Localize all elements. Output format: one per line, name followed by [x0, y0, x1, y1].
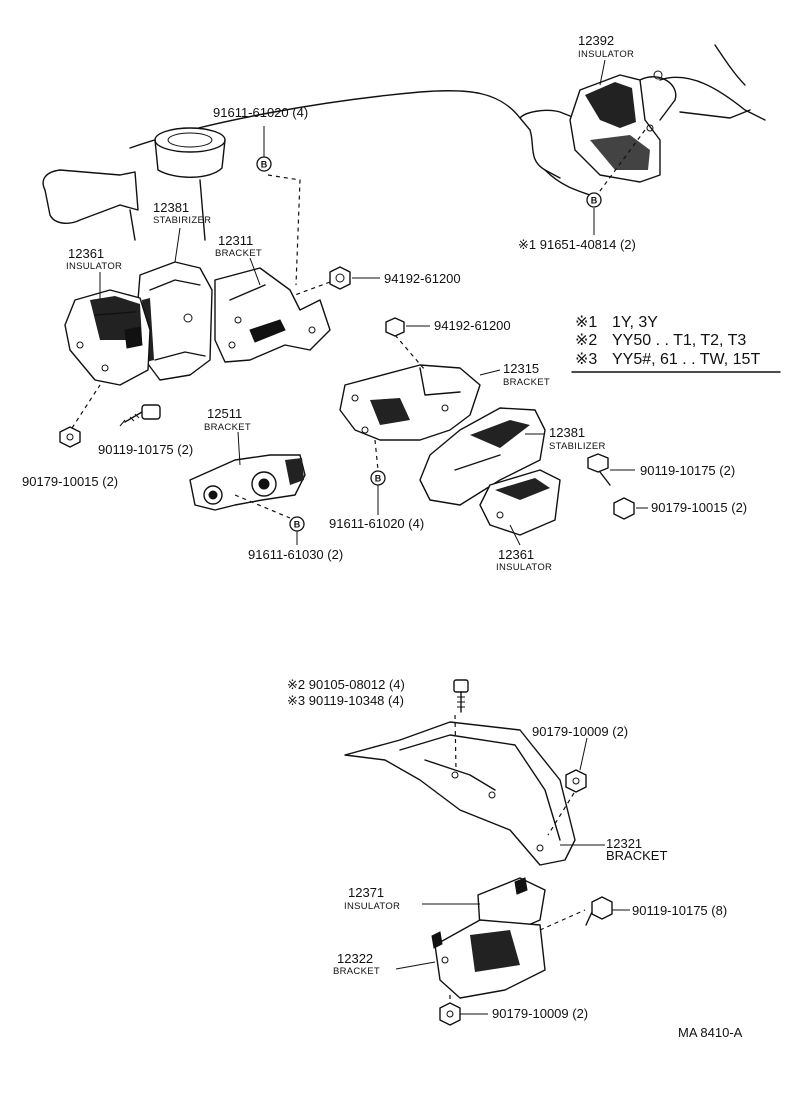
- label-90119-10175-right: 90119-10175 (2): [640, 463, 735, 478]
- label-90179-10009-top: 90179-10009 (2): [532, 724, 628, 739]
- label-91611-61030: 91611-61030 (2): [248, 547, 343, 562]
- label-91651-40814: ※1 91651-40814 (2): [518, 237, 636, 252]
- bolt-94192-61200-mid[interactable]: [385, 317, 405, 337]
- label-90119-10348: ※3 90119-10348 (4): [287, 693, 404, 708]
- label-12381-top-num: 12381: [153, 200, 189, 215]
- label-90105-08012: ※2 90105-08012 (4): [287, 677, 405, 692]
- callout-b-12315: B: [370, 470, 386, 486]
- svg-text:B: B: [294, 520, 301, 530]
- bolt-94192-61200-top[interactable]: [329, 266, 351, 290]
- leader-12392-bolt: [596, 129, 646, 196]
- label-12322-num: 12322: [337, 951, 373, 966]
- leader-b-top: [267, 174, 301, 286]
- label-12511-name: BRACKET: [204, 422, 251, 433]
- label-12361-top-name: INSULATOR: [66, 261, 122, 272]
- legend-text-3: YY5#, 61 . . TW, 15T: [612, 351, 760, 368]
- nut-90179-10015-right[interactable]: [613, 497, 635, 520]
- callout-b-12392: B: [586, 192, 602, 208]
- part-12311-bracket[interactable]: [214, 267, 331, 363]
- leader-nut-left: [71, 384, 101, 429]
- callout-b-12511: B: [289, 516, 305, 532]
- label-90119-10175-bottom: 90119-10175 (8): [632, 903, 727, 918]
- label-90179-10009-bottom: 90179-10009 (2): [492, 1006, 588, 1021]
- label-12371-num: 12371: [348, 885, 384, 900]
- label-12371-name: INSULATOR: [344, 901, 400, 912]
- engine-outline: [42, 89, 591, 241]
- bolt-90105-08012[interactable]: [453, 679, 469, 713]
- nut-90179-10015-left[interactable]: [59, 426, 81, 448]
- part-12381-stabilizer-mid[interactable]: [419, 407, 546, 506]
- label-12321-name: BRACKET: [606, 848, 667, 863]
- label-90119-10175-left: 90119-10175 (2): [98, 442, 193, 457]
- label-leaders: [99, 59, 648, 1015]
- part-labels: 12392 INSULATOR 91611-61020 (4) ※1 91651…: [22, 33, 747, 1040]
- label-12381-top-name: STABIRIZER: [153, 215, 211, 226]
- figure-id: MA 8410-A: [678, 1025, 743, 1040]
- label-90179-10015-right: 90179-10015 (2): [651, 500, 747, 515]
- nut-90179-10009-bottom[interactable]: [439, 1002, 461, 1026]
- label-94192-61200-mid: 94192-61200: [434, 318, 511, 333]
- part-12322-bracket[interactable]: [431, 919, 546, 999]
- label-12381-mid-name: STABILIZER: [549, 441, 606, 452]
- applicability-legend: ※1 1Y, 3Y ※2 YY50 . . T1, T2, T3 ※3 YY5#…: [575, 314, 760, 368]
- label-12381-mid-num: 12381: [549, 425, 585, 440]
- label-12315-name: BRACKET: [503, 377, 550, 388]
- part-12361-insulator-top[interactable]: [64, 289, 151, 386]
- legend-mark-1: ※1: [575, 314, 597, 331]
- label-90179-10015-left: 90179-10015 (2): [22, 474, 118, 489]
- bolt-90119-10175-left[interactable]: [124, 404, 161, 423]
- label-12315-num: 12315: [503, 361, 539, 376]
- label-94192-61200-top: 94192-61200: [384, 271, 461, 286]
- part-12361-insulator-mid[interactable]: [479, 469, 561, 536]
- part-12321-bracket[interactable]: [344, 721, 576, 866]
- leader-12511-bolt: [234, 494, 291, 519]
- part-12392-insulator[interactable]: [569, 44, 766, 183]
- callout-b-top: B: [256, 156, 272, 172]
- label-12361-mid-num: 12361: [498, 547, 534, 562]
- leader-12315-b: [374, 439, 379, 471]
- svg-text:B: B: [591, 196, 598, 206]
- legend-text-1: 1Y, 3Y: [612, 314, 658, 331]
- leader-94192-top: [294, 281, 331, 296]
- part-12381-stabirizer-top[interactable]: [137, 261, 213, 381]
- bolt-90119-10175-right[interactable]: [587, 453, 611, 486]
- legend-text-2: YY50 . . T1, T2, T3: [612, 332, 746, 349]
- nut-90179-10009-top[interactable]: [565, 769, 587, 793]
- leader-90105: [454, 714, 457, 771]
- svg-text:B: B: [261, 160, 268, 170]
- label-12321-num: 12321: [606, 836, 642, 851]
- label-12322-name: BRACKET: [333, 966, 380, 977]
- legend-mark-3: ※3: [575, 351, 597, 368]
- label-12361-mid-name: INSULATOR: [496, 562, 552, 573]
- part-12511-bracket[interactable]: [189, 454, 306, 511]
- label-12311-name: BRACKET: [215, 248, 262, 259]
- label-91611-61020-top: 91611-61020 (4): [213, 105, 308, 120]
- label-12392-num: 12392: [578, 33, 614, 48]
- label-12392-name: INSULATOR: [578, 49, 634, 60]
- label-12311-num: 12311: [218, 233, 253, 248]
- part-12315-bracket[interactable]: [339, 364, 481, 441]
- legend-mark-2: ※2: [575, 332, 597, 349]
- leader-90119-bottom: [539, 909, 586, 931]
- svg-text:B: B: [375, 474, 382, 484]
- label-12511-num: 12511: [207, 406, 242, 421]
- leader-nut-top: [547, 792, 575, 836]
- label-91611-61020-mid: 91611-61020 (4): [329, 516, 424, 531]
- label-12361-top-num: 12361: [68, 246, 104, 261]
- bolt-90119-10175-bottom[interactable]: [585, 896, 613, 926]
